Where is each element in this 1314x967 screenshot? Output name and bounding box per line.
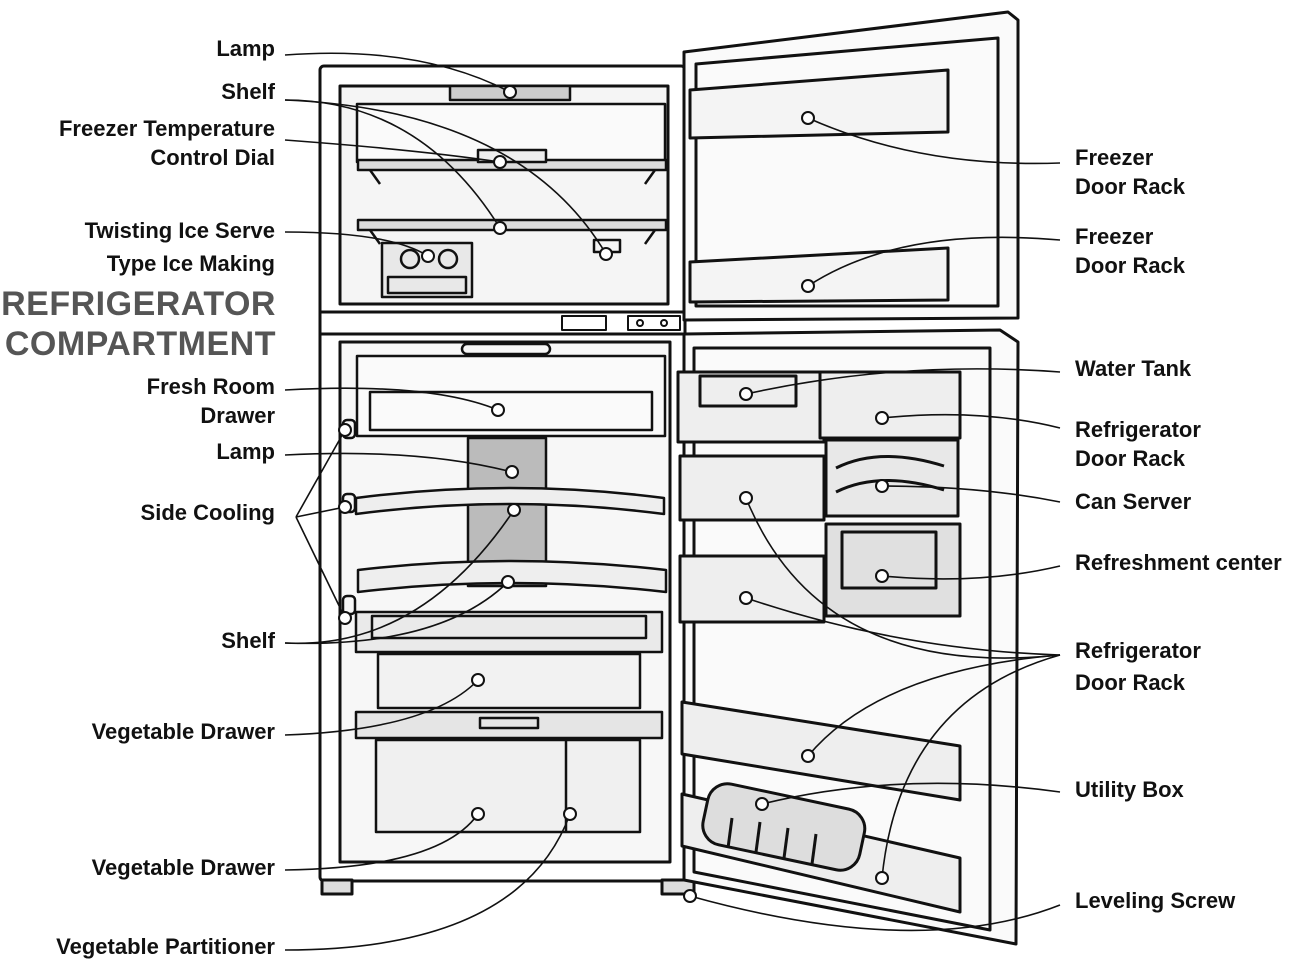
- leader-lines: [284, 52, 1061, 951]
- label-refreshment-center: Refreshment center: [1075, 550, 1282, 575]
- label-water-tank: Water Tank: [1075, 356, 1192, 381]
- label-can-server: Can Server: [1075, 489, 1192, 514]
- compartment-heading: REFRIGERATOR COMPARTMENT: [1, 284, 276, 364]
- label-refrigerator-door-rack-2: Refrigerator Door Rack: [1075, 638, 1201, 695]
- label-leveling-screw: Leveling Screw: [1075, 888, 1236, 913]
- label-utility-box: Utility Box: [1075, 777, 1184, 802]
- label-vegetable-drawer-1: Vegetable Drawer: [91, 719, 275, 744]
- heading-line-2: COMPARTMENT: [4, 325, 276, 363]
- label-fresh-room-drawer: Fresh Room Drawer: [146, 374, 275, 428]
- label-shelf-mid: Shelf: [221, 628, 275, 653]
- freezer-door: [682, 10, 1020, 322]
- callout-points: [338, 85, 889, 903]
- label-refrigerator-door-rack-1: Refrigerator Door Rack: [1075, 417, 1201, 471]
- control-panel: [561, 315, 681, 331]
- heading-line-1: REFRIGERATOR: [1, 285, 276, 323]
- label-shelf-top: Shelf: [221, 79, 275, 104]
- label-ice-making: Twisting Ice Serve Type Ice Making: [84, 218, 275, 276]
- label-freezer-door-rack-1: Freezer Door Rack: [1075, 145, 1186, 199]
- label-vegetable-drawer-2: Vegetable Drawer: [91, 855, 275, 880]
- label-freezer-door-rack-2: Freezer Door Rack: [1075, 224, 1186, 278]
- fridge-door: [676, 328, 1020, 946]
- label-lamp-top: Lamp: [216, 36, 275, 61]
- label-vegetable-partitioner: Vegetable Partitioner: [56, 934, 275, 959]
- label-freezer-dial: Freezer Temperature Control Dial: [58, 116, 275, 170]
- label-side-cooling: Side Cooling: [140, 500, 275, 525]
- label-lamp-mid: Lamp: [216, 439, 275, 464]
